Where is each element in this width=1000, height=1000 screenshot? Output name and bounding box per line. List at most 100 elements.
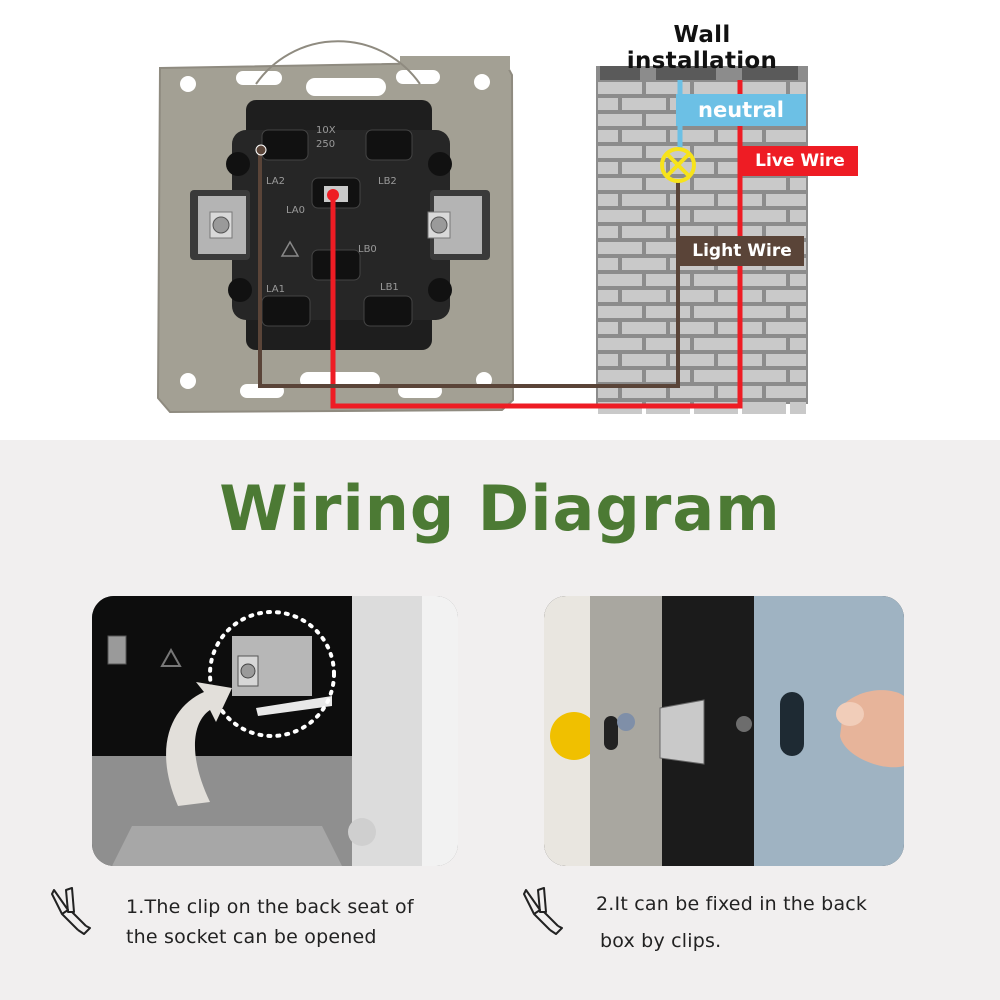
- brick: [646, 274, 690, 286]
- brick: [694, 82, 738, 94]
- brick: [598, 290, 618, 302]
- step-2-line-2: box by clips.: [600, 930, 722, 952]
- clip-photo: [92, 596, 458, 866]
- brick: [766, 226, 806, 238]
- terminal-la2: LA2: [266, 176, 285, 187]
- brick: [646, 338, 690, 350]
- brick: [766, 290, 806, 302]
- brick: [622, 290, 666, 302]
- brick: [790, 82, 806, 94]
- socket-body: [190, 100, 490, 350]
- brick: [598, 82, 642, 94]
- brick: [598, 306, 642, 318]
- brick: [742, 338, 786, 350]
- brick: [670, 354, 714, 366]
- brick: [742, 82, 786, 94]
- brick: [646, 370, 690, 382]
- crimper-icon: [51, 887, 91, 935]
- brick: [598, 274, 642, 286]
- brick: [694, 274, 738, 286]
- brick: [790, 178, 806, 190]
- brick: [670, 386, 714, 398]
- brick: [766, 322, 806, 334]
- brick: [670, 290, 714, 302]
- brick: [742, 370, 786, 382]
- socket-markings: 10X 250 LA2 LA0 LA1 LB2 LB0 LB1: [266, 125, 399, 295]
- brick: [766, 354, 806, 366]
- brick: [622, 98, 666, 110]
- brick: [598, 338, 642, 350]
- step-1-line-2: the socket can be opened: [126, 926, 377, 948]
- brick: [622, 194, 666, 206]
- brick: [598, 322, 618, 334]
- brick: [766, 386, 806, 398]
- lamp-icon: [660, 147, 696, 183]
- crimper-icon: [523, 887, 563, 935]
- brick: [742, 274, 786, 286]
- brick: [670, 130, 714, 142]
- back-box-photo: [544, 596, 904, 866]
- brick: [742, 210, 786, 222]
- brick: [790, 210, 806, 222]
- brick: [598, 194, 618, 206]
- brick: [598, 258, 618, 270]
- brick: [598, 178, 642, 190]
- brick: [598, 354, 618, 366]
- brick: [790, 306, 806, 318]
- brick: [622, 386, 666, 398]
- wall-installation-title: Wall installation: [626, 22, 778, 74]
- brick: [622, 354, 666, 366]
- brick: [742, 402, 786, 414]
- brick: [598, 130, 618, 142]
- brick: [742, 178, 786, 190]
- step-2-line-1: 2.It can be fixed in the back: [596, 893, 868, 915]
- brick: [790, 274, 806, 286]
- brick: [598, 162, 618, 174]
- brick: [598, 370, 642, 382]
- brick: [694, 210, 738, 222]
- brick: [598, 146, 642, 158]
- brick: [598, 114, 642, 126]
- brick: [598, 386, 618, 398]
- brick: [622, 258, 666, 270]
- rotate-arrow-icon: [166, 682, 232, 806]
- brick: [670, 226, 714, 238]
- brick: [694, 338, 738, 350]
- brick: [622, 226, 666, 238]
- rating-volts: 250: [316, 139, 335, 150]
- live-wire-label: Live Wire: [742, 146, 858, 176]
- brick: [694, 370, 738, 382]
- brick: [766, 194, 806, 206]
- brick: [790, 338, 806, 350]
- brick: [694, 146, 738, 158]
- brick: [694, 306, 738, 318]
- brick: [598, 226, 618, 238]
- brick: [646, 306, 690, 318]
- terminal-lb2: LB2: [378, 176, 397, 187]
- brick: [790, 402, 806, 414]
- brick: [646, 210, 690, 222]
- terminal-la0: LA0: [286, 205, 305, 216]
- wiring-diagram-panel: 10X 250 LA2 LA0 LA1 LB2 LB0 LB1: [0, 0, 1000, 440]
- brick: [622, 130, 666, 142]
- brick: [622, 322, 666, 334]
- brick: [694, 178, 738, 190]
- brick: [598, 210, 642, 222]
- light-wire-label: Light Wire: [680, 236, 804, 266]
- brick: [622, 162, 666, 174]
- neutral-label: neutral: [676, 94, 806, 126]
- page-title: Wiring Diagram: [219, 472, 781, 545]
- terminal-lb1: LB1: [380, 282, 399, 293]
- terminal-la1: LA1: [266, 284, 285, 295]
- brick: [598, 242, 642, 254]
- brick: [646, 82, 690, 94]
- brick: [598, 98, 618, 110]
- brick: [742, 306, 786, 318]
- rating-amps: 10X: [316, 125, 336, 136]
- terminal-lb0: LB0: [358, 244, 377, 255]
- step-1-line-1: 1.The clip on the back seat of: [126, 896, 414, 918]
- brick: [790, 370, 806, 382]
- brick: [670, 194, 714, 206]
- brick: [670, 322, 714, 334]
- brick: [766, 130, 806, 142]
